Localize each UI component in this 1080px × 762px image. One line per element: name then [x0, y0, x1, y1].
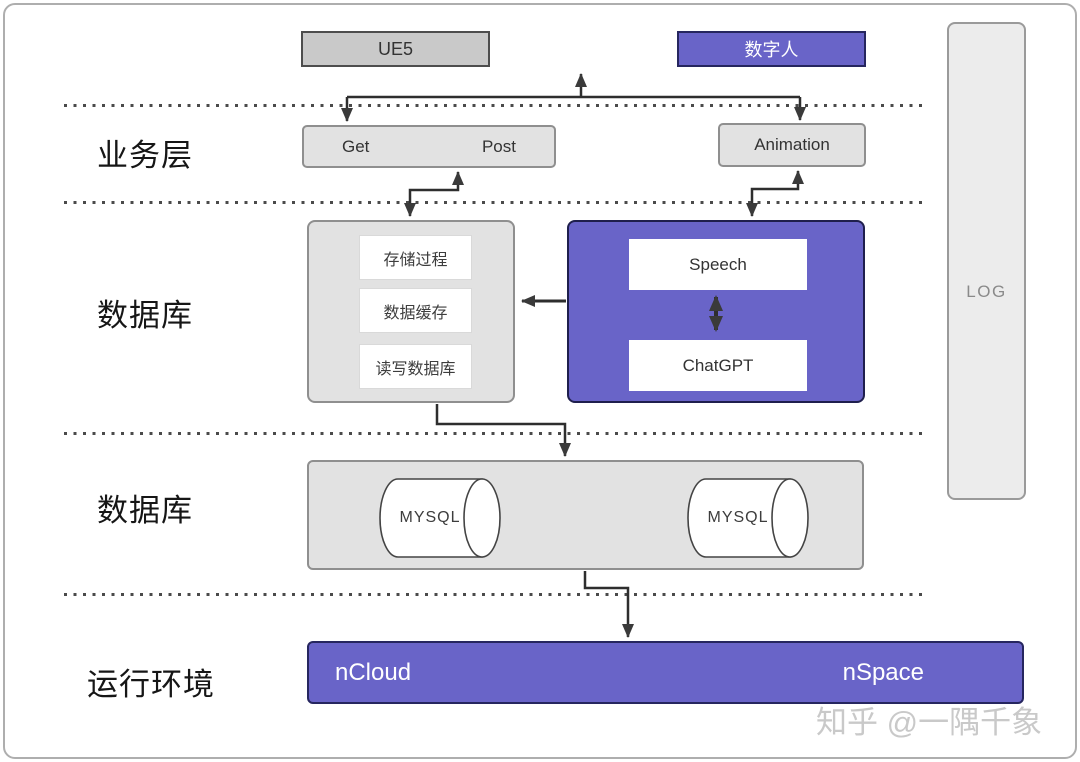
post-label: Post — [481, 136, 516, 156]
ue5-box: UE5 — [301, 31, 490, 67]
get-post-box: Get Post — [302, 125, 556, 168]
mysql-cylinder-left: MYSQL — [378, 477, 504, 559]
layer-label-database-service: 数据库 — [97, 298, 193, 333]
connector-db-to-storage — [435, 404, 571, 457]
db-item-data-cache: 数据缓存 — [359, 288, 472, 333]
layer-label-runtime: 运行环境 — [87, 667, 215, 702]
separator-line-4 — [64, 593, 926, 596]
log-panel: LOG — [947, 22, 1026, 500]
ai-panel: Speech ChatGPT — [567, 220, 865, 403]
nspace-label: nSpace — [842, 658, 924, 686]
db-item-read-write-db: 读写数据库 — [359, 344, 472, 389]
separator-line-2 — [64, 201, 926, 204]
digital-human-box: 数字人 — [677, 31, 866, 67]
mysql-right-label: MYSQL — [707, 509, 769, 526]
database-cylinder-icon — [687, 478, 809, 558]
runtime-bar: nCloud nSpace — [307, 641, 1024, 704]
separator-line-3 — [64, 432, 926, 435]
speech-box: Speech — [629, 239, 807, 290]
separator-line-1 — [64, 104, 926, 107]
animation-box: Animation — [718, 123, 866, 167]
chatgpt-box: ChatGPT — [629, 340, 807, 391]
get-label: Get — [342, 136, 370, 156]
layer-label-business: 业务层 — [97, 138, 193, 173]
mysql-left-label: MYSQL — [399, 509, 461, 526]
connector-post-db-zigzag — [404, 171, 464, 217]
digital-human-label: 数字人 — [744, 40, 799, 60]
animation-label: Animation — [754, 135, 830, 154]
db-item-stored-procedure: 存储过程 — [359, 235, 472, 280]
layer-label-database-storage: 数据库 — [97, 493, 193, 528]
watermark-text: 知乎 @一隅千象 — [816, 705, 1043, 740]
log-label: LOG — [966, 282, 1007, 301]
ncloud-label: nCloud — [335, 658, 412, 686]
database-cylinder-icon — [379, 478, 501, 558]
connector-animation-ai-zigzag — [746, 170, 804, 217]
connector-storage-to-runtime — [583, 571, 634, 638]
db-service-panel: 存储过程 数据缓存 读写数据库 — [307, 220, 515, 403]
mysql-cylinder-right: MYSQL — [686, 477, 812, 559]
ue5-label: UE5 — [377, 38, 413, 59]
